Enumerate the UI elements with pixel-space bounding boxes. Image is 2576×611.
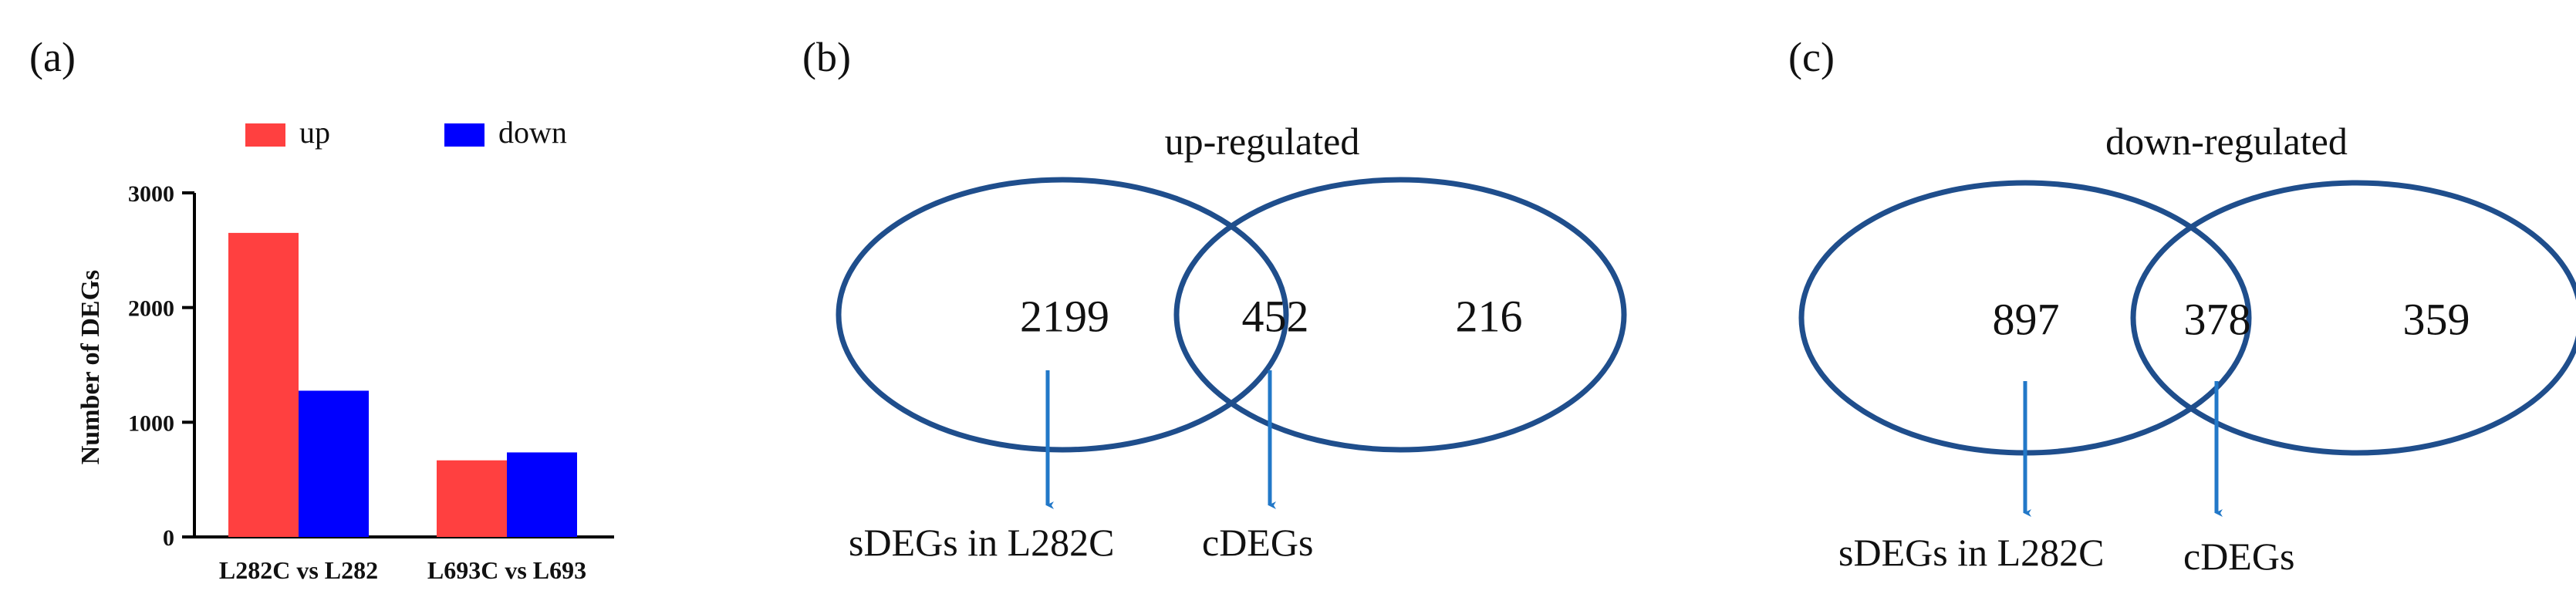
y-ticks: 0 1000 2000 3000 [128, 181, 194, 551]
venn-panel-up: (b) up-regulated 2199 452 216 sDEGs in L… [802, 34, 1627, 564]
venn-circle-right-up [1173, 177, 1627, 453]
venn-overlap-count-up: 452 [1242, 291, 1309, 341]
bars [228, 232, 577, 537]
y-tick-label: 0 [163, 525, 174, 551]
venn-left-count-up: 2199 [1020, 291, 1109, 341]
panel-label-c: (c) [1788, 34, 1835, 80]
y-axis-label: Number of DEGs [76, 270, 105, 465]
bar-up-2 [437, 460, 507, 537]
x-tick-labels: L282C vs L282 L693C vs L693 [219, 556, 586, 584]
bar-up-1 [228, 232, 299, 537]
panel-label-a: (a) [29, 34, 76, 80]
y-tick-label: 2000 [128, 296, 174, 322]
bar-down-1 [299, 390, 369, 537]
venn-circle-right-down [2130, 180, 2576, 456]
venn-overlap-count-down: 378 [2184, 294, 2251, 344]
chart-legend: up down [245, 115, 567, 150]
venn-overlap-label-down: cDEGs [2183, 535, 2294, 578]
venn-overlap-label-up: cDEGs [1202, 521, 1313, 564]
bar-down-2 [507, 452, 577, 537]
y-tick-label: 3000 [128, 181, 174, 207]
venn-right-count-down: 359 [2403, 294, 2470, 344]
x-tick-label: L693C vs L693 [427, 556, 586, 584]
panel-label-b: (b) [802, 34, 851, 80]
legend-swatch-up [245, 123, 285, 147]
legend-label-down: down [498, 115, 567, 150]
venn-title-up: up-regulated [1165, 120, 1360, 163]
legend-label-up: up [299, 115, 330, 150]
legend-swatch-down [444, 123, 484, 147]
venn-circle-left-up [836, 177, 1289, 453]
venn-panel-down: (c) down-regulated 897 378 359 sDEGs in … [1788, 34, 2576, 578]
venn-title-down: down-regulated [2105, 120, 2348, 163]
venn-left-label-down: sDEGs in L282C [1838, 531, 2104, 574]
x-tick-label: L282C vs L282 [219, 556, 378, 584]
y-tick-label: 1000 [128, 410, 174, 436]
venn-right-count-up: 216 [1456, 291, 1523, 341]
venn-left-count-down: 897 [1993, 294, 2060, 344]
venn-left-label-up: sDEGs in L282C [849, 521, 1114, 564]
